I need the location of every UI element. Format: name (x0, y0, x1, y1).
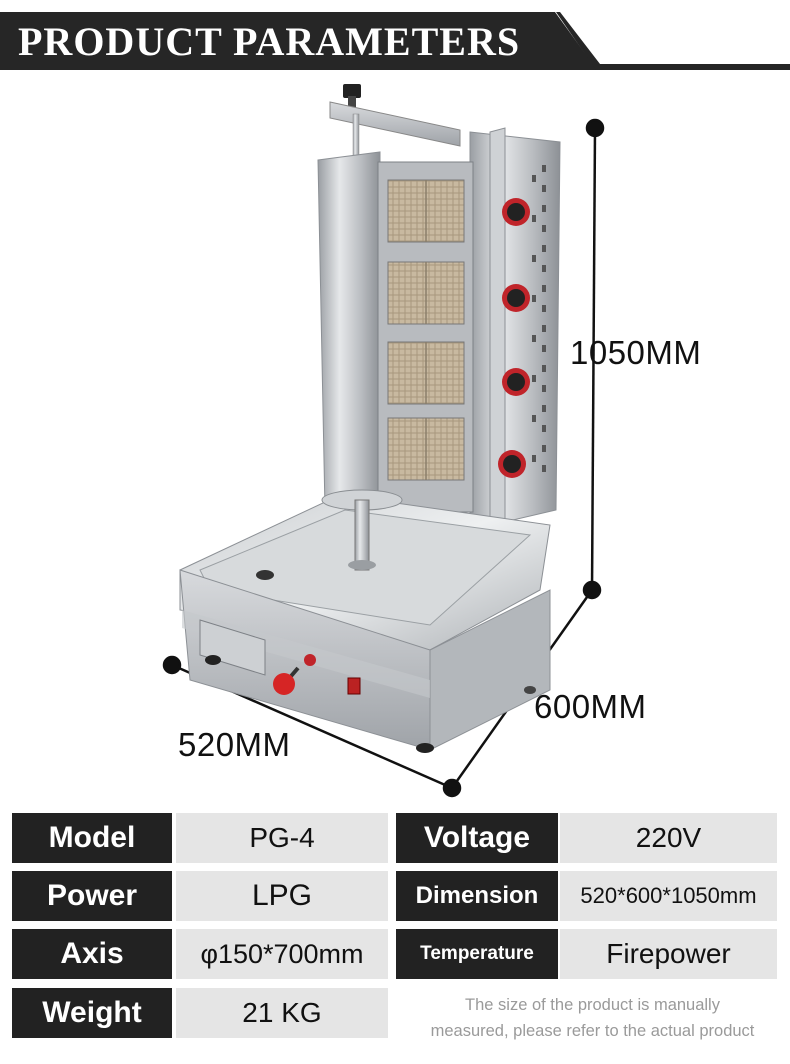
spec-value-model: PG-4 (176, 813, 388, 863)
banner-shape (0, 12, 790, 70)
spec-value-dimension: 520*600*1050mm (560, 871, 777, 921)
spec-value-axis: φ150*700mm (176, 929, 388, 979)
height-dimension-label: 1050MM (570, 334, 702, 371)
spec-label-weight: Weight (12, 988, 172, 1038)
spec-label-voltage: Voltage (396, 813, 558, 863)
spec-label-dimension: Dimension (396, 871, 558, 921)
spec-value-temperature: Firepower (560, 929, 777, 979)
spec-label-temperature: Temperature (396, 929, 558, 979)
spec-label-axis: Axis (12, 929, 172, 979)
spec-value-weight: 21 KG (176, 988, 388, 1038)
measurement-note-line1: The size of the product is manually (465, 996, 720, 1014)
measurement-note: The size of the product is manually meas… (400, 992, 785, 1044)
spec-label-model: Model (12, 813, 172, 863)
width-dimension-label: 520MM (178, 726, 291, 763)
spec-label-power: Power (12, 871, 172, 921)
spec-value-power: LPG (176, 871, 388, 921)
depth-dimension-label: 600MM (534, 688, 647, 725)
page-title: PRODUCT PARAMETERS (18, 19, 521, 64)
header-banner: PRODUCT PARAMETERS (0, 12, 790, 70)
product-illustration: 1050MM 600MM 520MM (0, 70, 790, 810)
doner-grill-image (162, 84, 605, 798)
spec-value-voltage: 220V (560, 813, 777, 863)
measurement-note-line2: measured, please refer to the actual pro… (430, 1022, 755, 1040)
